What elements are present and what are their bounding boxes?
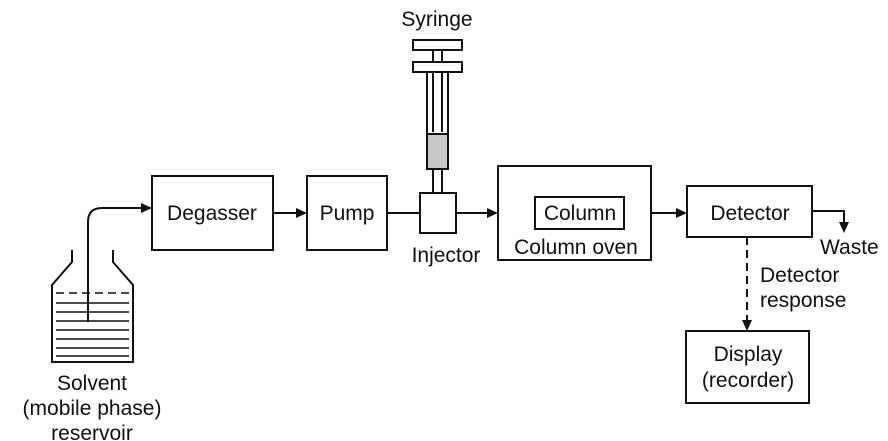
injector-unit: Injector: [412, 192, 481, 267]
column-box: [534, 196, 625, 230]
solvent-reservoir: Solvent (mobile phase) reservoir: [23, 203, 162, 441]
injector-label: Injector: [412, 244, 481, 267]
detector-response-label-line2: response: [760, 289, 846, 312]
pump-box: [306, 175, 388, 251]
syringe-label: Syringe: [401, 8, 472, 31]
waste-label: Waste: [820, 236, 879, 259]
reservoir-label-line2: (mobile phase): [23, 397, 162, 420]
pipe-detector-waste: [812, 210, 845, 224]
pump-label: Pump: [320, 202, 375, 225]
solvent-liquid: [56, 292, 129, 357]
pump-unit: Pump: [306, 175, 388, 251]
display-unit: Display (recorder): [685, 330, 810, 404]
degasser-label: Degasser: [167, 202, 257, 225]
detector-label: Detector: [710, 202, 789, 225]
display-label-line1: Display: [714, 343, 783, 366]
arrow-to-display: [742, 320, 752, 331]
plunger-top-flange: [412, 39, 463, 51]
display-label-line2: (recorder): [702, 369, 794, 392]
syringe-sample: [426, 133, 449, 170]
plunger-lower-flange: [412, 61, 463, 73]
reservoir-label-line1: Solvent: [57, 372, 127, 395]
arrow-to-column-oven: [487, 208, 498, 218]
arrow-to-waste: [839, 222, 849, 233]
degasser-unit: Degasser: [151, 175, 274, 251]
column-oven-label: Column oven: [514, 236, 638, 259]
degasser-box: [151, 175, 274, 251]
column-label: Column: [544, 202, 616, 225]
display-box: [685, 330, 810, 404]
arrow-to-detector: [676, 208, 687, 218]
syringe-unit: Syringe: [401, 8, 473, 193]
reservoir-label-line3: reservoir: [51, 422, 133, 441]
arrow-to-pump: [296, 208, 307, 218]
inlet-tube: [87, 207, 144, 322]
injector-box: [419, 192, 457, 234]
detector-response-label-line1: Detector: [760, 264, 839, 287]
reservoir-vessel: [51, 250, 134, 363]
column-oven-unit: Column Column oven: [497, 165, 652, 261]
arrow-to-degasser: [141, 203, 152, 213]
detector-unit: Detector: [686, 185, 813, 238]
